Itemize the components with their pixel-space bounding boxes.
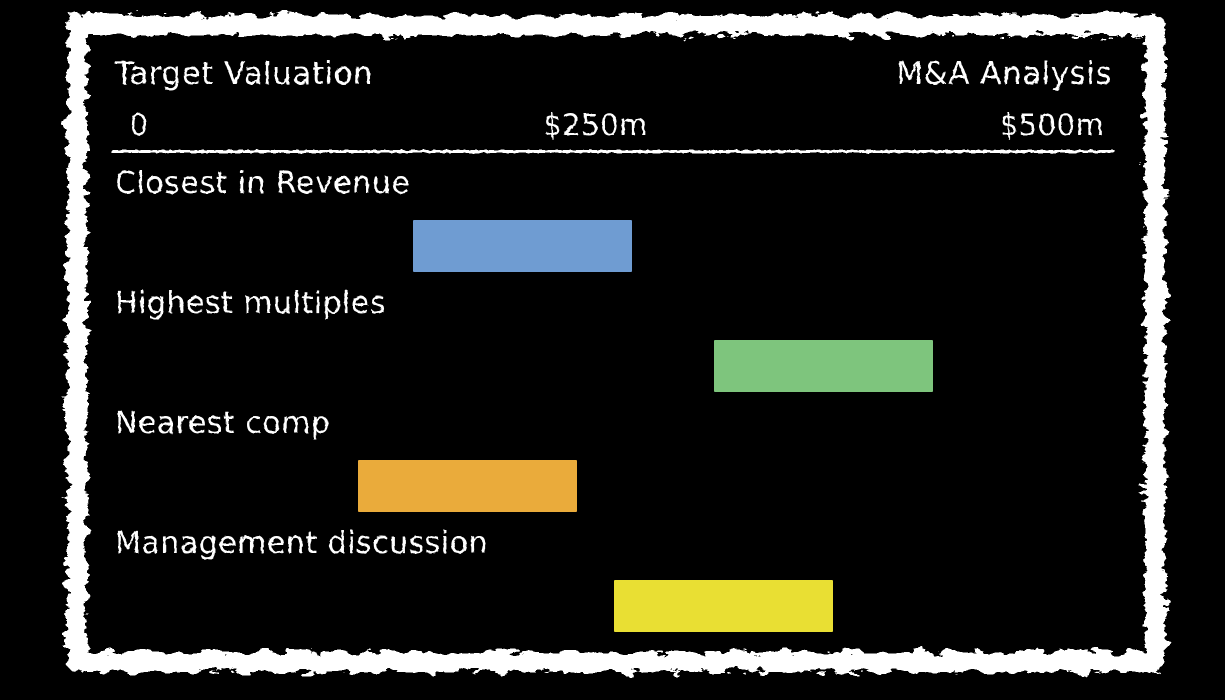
- value-bar-highest-multiples: [714, 340, 934, 392]
- value-bar-management-discussion: [613, 580, 833, 632]
- axis-tick-label-250m: $250m: [543, 108, 648, 142]
- x-axis-line: [111, 150, 1115, 153]
- axis-tick-label-0: 0: [129, 108, 149, 142]
- value-bar-closest-in-revenue: [412, 220, 632, 272]
- category-label-management-discussion: Management discussion: [115, 526, 489, 561]
- chart-title: Target Valuation: [115, 56, 374, 92]
- category-label-closest-in-revenue: Closest in Revenue: [115, 166, 411, 201]
- axis-tick-label-500m: $500m: [999, 108, 1105, 142]
- category-label-highest-multiples: Highest multiples: [115, 286, 386, 321]
- value-bar-nearest-comp: [358, 460, 578, 512]
- chart-annotation: M&A Analysis: [896, 56, 1112, 92]
- category-label-nearest-comp: Nearest comp: [115, 406, 331, 441]
